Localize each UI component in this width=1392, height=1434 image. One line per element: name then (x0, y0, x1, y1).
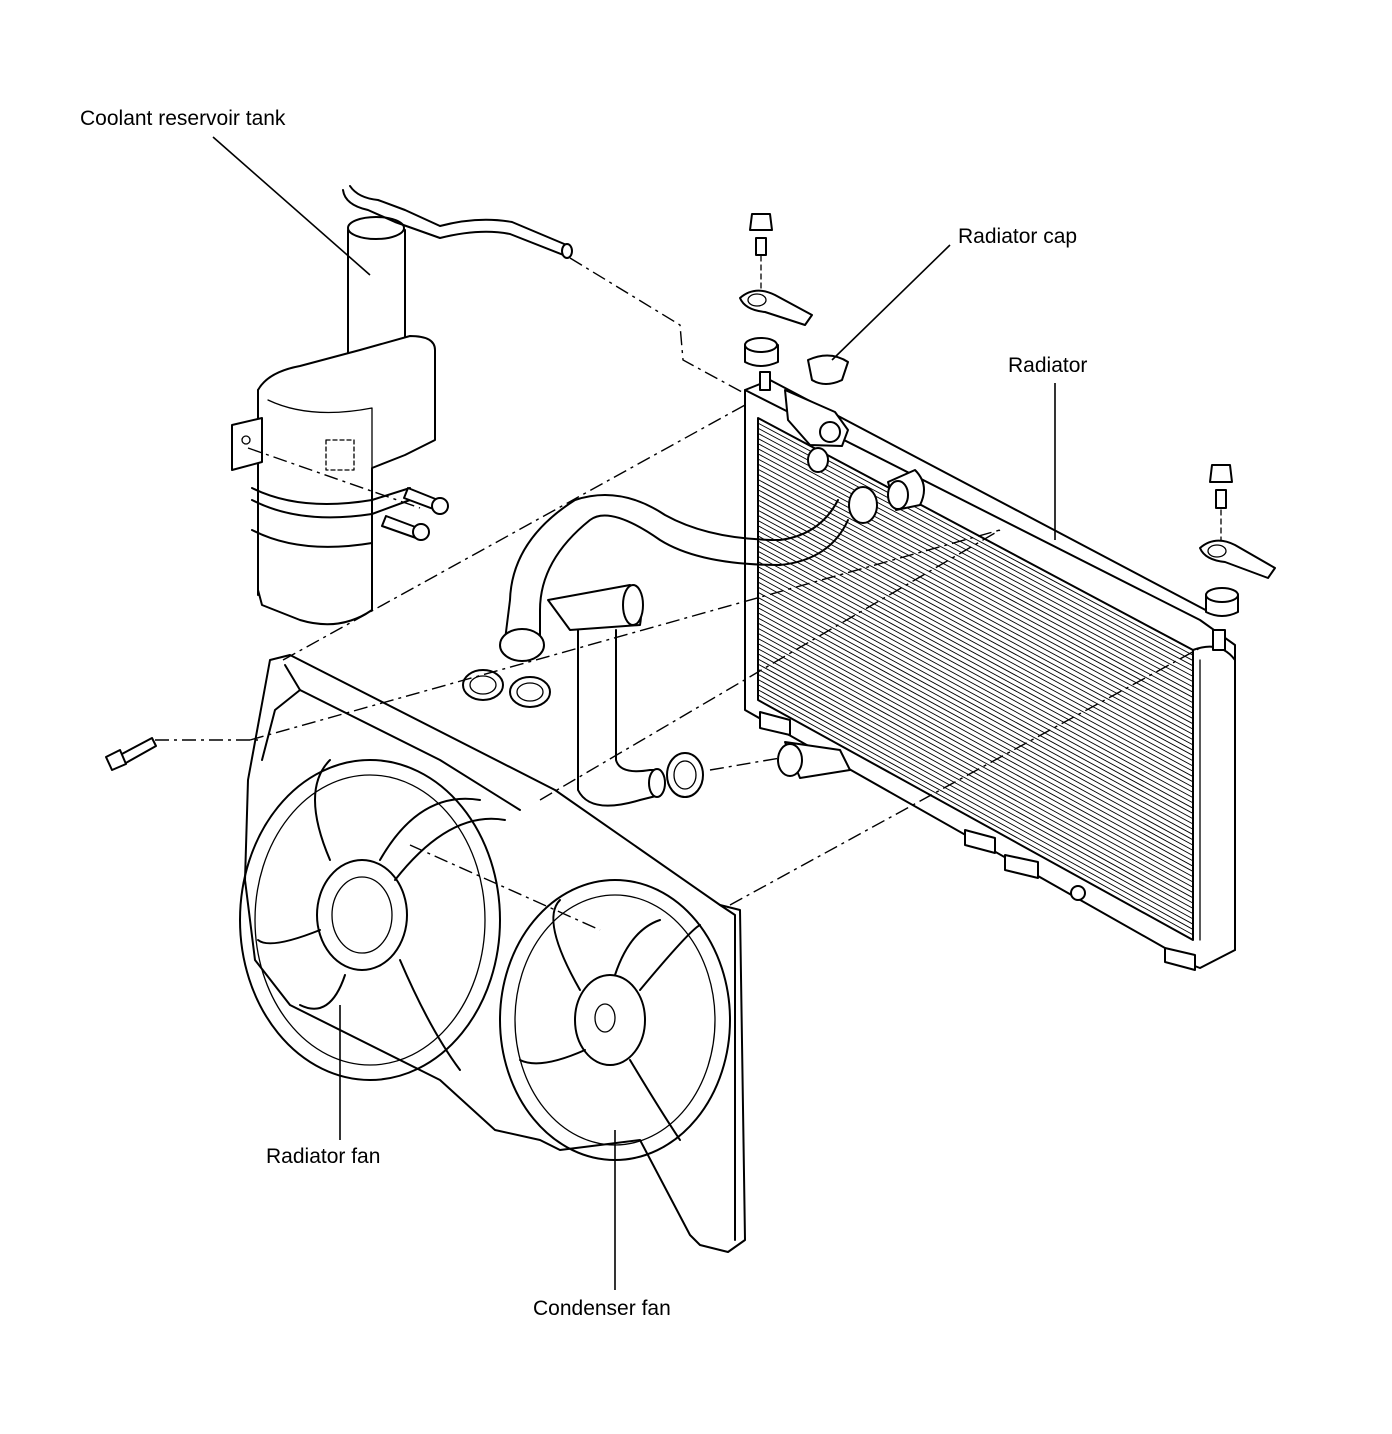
radiator-fin-line (757, 576, 1194, 814)
radiator-fin-line (757, 422, 1194, 656)
radiator-fin-line (757, 694, 1194, 936)
radiator-fin-line (757, 463, 1194, 698)
radiator-fin-line (757, 479, 1194, 714)
radiator-fin-line (757, 520, 1194, 756)
radiator-fin-line (757, 494, 1194, 730)
lower-radiator-hose (547, 584, 666, 807)
label-condenser-fan: Condenser fan (533, 1297, 671, 1320)
hose-clamps (462, 669, 704, 798)
radiator-fin-line (757, 663, 1194, 904)
radiator-fin-line (757, 530, 1194, 767)
radiator-fin-line (757, 540, 1194, 777)
radiator-fin-line (757, 632, 1194, 872)
radiator-fin-line (757, 468, 1194, 704)
radiator-core-fins (757, 422, 1194, 936)
radiator-fan (239, 759, 506, 1081)
radiator-fin-line (757, 586, 1194, 825)
radiator-fin-line (757, 545, 1194, 783)
radiator-fin-line (757, 673, 1194, 915)
assembly-guide-lines (155, 257, 1201, 931)
radiator-fin-line (757, 617, 1194, 857)
radiator-fin-line (757, 566, 1194, 804)
radiator-fin-line (757, 550, 1194, 788)
radiator (744, 371, 1236, 971)
radiator-fin-line (757, 556, 1194, 793)
radiator-fin-line (757, 612, 1194, 851)
label-coolant-reservoir-tank: Coolant reservoir tank (80, 107, 286, 130)
radiator-fin-line (757, 668, 1194, 909)
shroud-mounting-bolt (105, 737, 157, 771)
upper-mount-left (739, 213, 813, 367)
radiator-fin-line (757, 448, 1194, 683)
radiator-cap (807, 354, 849, 385)
radiator-fin-line (757, 515, 1194, 751)
radiator-fin-line (757, 602, 1194, 841)
radiator-fin-line (757, 653, 1194, 893)
leader-lines (212, 136, 1056, 1290)
coolant-reservoir-tank (231, 185, 573, 626)
radiator-fin-line (757, 489, 1194, 725)
label-radiator-fan: Radiator fan (266, 1145, 381, 1168)
radiator-fin-line (757, 638, 1194, 878)
radiator-fin-line (757, 443, 1194, 677)
upper-mount-right (1199, 464, 1276, 617)
radiator-fin-line (757, 689, 1194, 930)
radiator-fin-line (757, 509, 1194, 746)
radiator-fin-line (757, 591, 1194, 830)
radiator-fin-line (757, 581, 1194, 820)
fan-shroud (244, 654, 746, 1253)
radiator-fin-line (757, 453, 1194, 688)
label-radiator-cap: Radiator cap (958, 225, 1078, 248)
radiator-fin-line (757, 627, 1194, 867)
label-radiator: Radiator (1008, 354, 1088, 377)
radiator-fin-line (757, 607, 1194, 846)
radiator-fin-line (757, 684, 1194, 925)
radiator-fin-line (757, 535, 1194, 772)
radiator-fin-line (757, 643, 1194, 883)
radiator-fin-line (757, 561, 1194, 799)
radiator-fin-line (757, 679, 1194, 920)
radiator-fin-line (757, 432, 1194, 667)
radiator-fin-line (757, 571, 1194, 809)
radiator-fin-line (757, 648, 1194, 888)
radiator-fin-line (757, 499, 1194, 735)
radiator-fin-line (757, 484, 1194, 719)
radiator-fin-line (757, 525, 1194, 762)
radiator-fin-line (757, 427, 1194, 661)
radiator-fin-line (757, 597, 1194, 835)
upper-radiator-hose (499, 486, 878, 662)
radiator-fin-line (757, 658, 1194, 899)
radiator-fin-line (757, 622, 1194, 862)
radiator-fin-line (757, 458, 1194, 693)
radiator-fin-line (757, 438, 1194, 672)
